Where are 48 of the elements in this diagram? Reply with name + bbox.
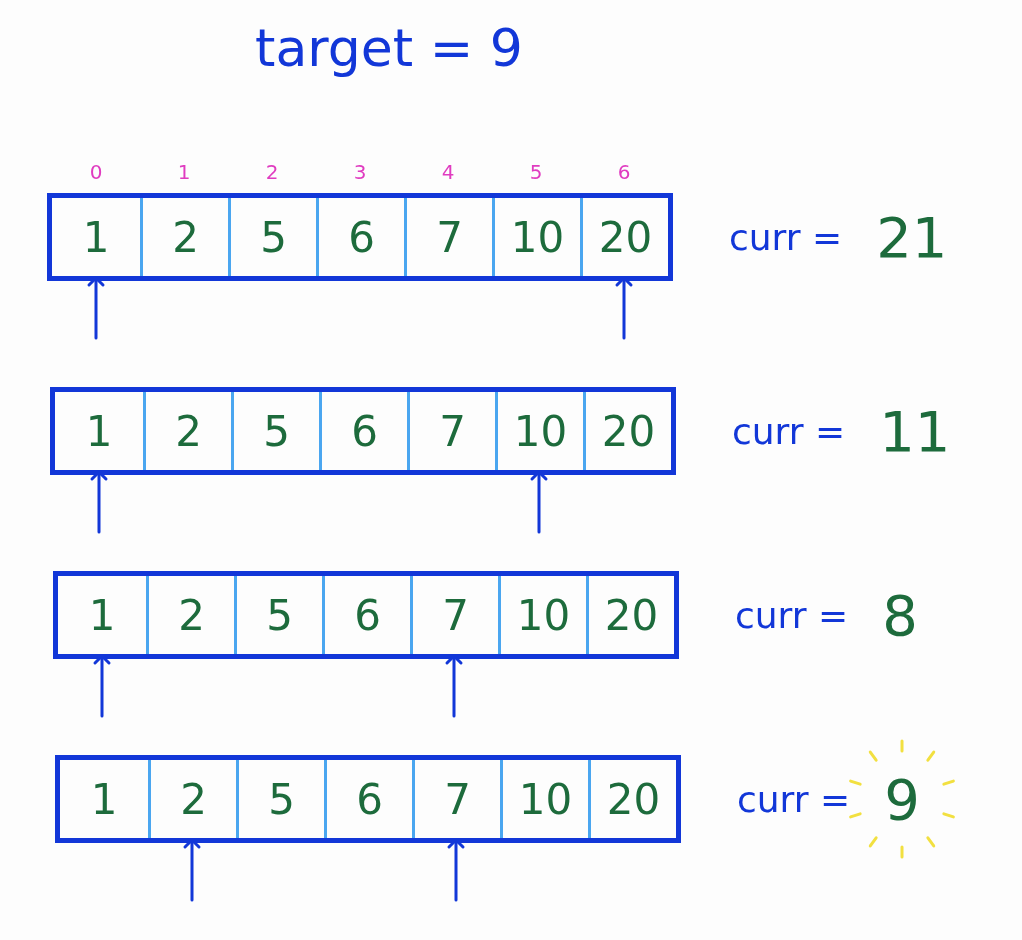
cell-value: 1 xyxy=(85,406,113,456)
cell-value: 5 xyxy=(266,590,293,640)
cell-value: 7 xyxy=(444,774,471,824)
cell-value: 5 xyxy=(263,406,290,456)
variable-label: curr = xyxy=(732,410,846,452)
title-text: target = 9 xyxy=(255,18,523,78)
sum-value: 8 xyxy=(882,582,918,648)
sum-value: 9 xyxy=(884,766,920,832)
cell-value: 6 xyxy=(351,406,378,456)
cell-value: 1 xyxy=(88,590,116,640)
cell-value: 20 xyxy=(601,406,656,456)
cell-value: 2 xyxy=(172,212,199,262)
cell-value: 6 xyxy=(356,774,383,824)
cell-value: 10 xyxy=(510,212,565,262)
cell-value: 2 xyxy=(180,774,207,824)
cell-value: 10 xyxy=(516,590,571,640)
array-box xyxy=(47,193,673,281)
cell-value: 10 xyxy=(513,406,568,456)
index-label: 2 xyxy=(265,160,279,184)
variable-label: curr = xyxy=(735,594,849,636)
cell-value: 7 xyxy=(436,212,463,262)
cell-value: 6 xyxy=(348,212,375,262)
cell-value: 6 xyxy=(354,590,381,640)
index-label: 4 xyxy=(441,160,455,184)
cell-value: 10 xyxy=(518,774,573,824)
cell-value: 1 xyxy=(82,212,110,262)
cell-value: 5 xyxy=(260,212,287,262)
index-label: 1 xyxy=(177,160,191,184)
sum-value: 11 xyxy=(879,398,951,464)
cell-value: 5 xyxy=(268,774,295,824)
variable-label: curr = xyxy=(737,778,851,820)
sum-value: 21 xyxy=(876,204,948,270)
index-label: 0 xyxy=(89,160,103,184)
cell-value: 2 xyxy=(175,406,202,456)
cell-value: 1 xyxy=(90,774,118,824)
index-label: 3 xyxy=(353,160,367,184)
cell-value: 20 xyxy=(598,212,653,262)
array-box xyxy=(53,571,679,659)
array-box xyxy=(50,387,676,475)
cell-value: 20 xyxy=(606,774,661,824)
cell-value: 20 xyxy=(604,590,659,640)
cell-value: 7 xyxy=(442,590,469,640)
variable-label: curr = xyxy=(729,216,843,258)
index-label: 5 xyxy=(529,160,543,184)
cell-value: 7 xyxy=(439,406,466,456)
index-label: 6 xyxy=(617,160,631,184)
array-box xyxy=(55,755,681,843)
cell-value: 2 xyxy=(178,590,205,640)
